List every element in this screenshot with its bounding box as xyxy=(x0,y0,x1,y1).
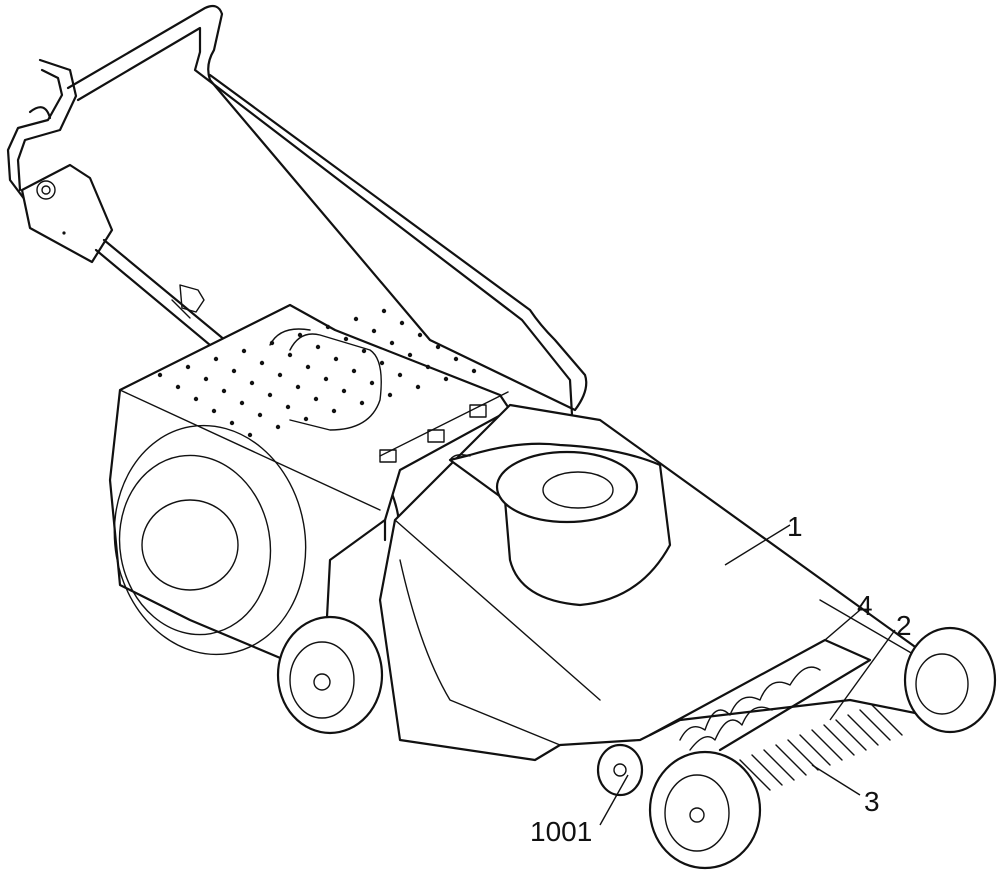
perforation-dot xyxy=(399,320,405,326)
perforation-dot xyxy=(379,360,385,366)
perforation-dot xyxy=(193,396,199,402)
perforation-dot xyxy=(407,352,413,358)
leader-lines xyxy=(599,524,896,826)
tine xyxy=(847,714,879,746)
perforation-dot xyxy=(453,356,459,362)
mower-body xyxy=(378,391,977,762)
perforation-dot xyxy=(241,348,247,354)
perforation-dot xyxy=(229,420,235,426)
perforation-dot xyxy=(257,412,263,418)
perforation-dot xyxy=(239,400,245,406)
perforation-dot xyxy=(435,344,441,350)
perforation-dot xyxy=(351,368,357,374)
perforation-dot xyxy=(353,316,359,322)
tines xyxy=(739,704,903,791)
spiral-rotor xyxy=(648,638,872,752)
perforation-dot xyxy=(275,424,281,430)
perforation-dot xyxy=(343,336,349,342)
leader-4 xyxy=(824,609,861,641)
perforation-dot xyxy=(249,380,255,386)
wheel-rear-left xyxy=(276,615,384,735)
tine xyxy=(799,734,831,766)
grass-box xyxy=(108,303,512,662)
side-hub-1001 xyxy=(596,743,644,797)
perforation-dot xyxy=(371,328,377,334)
perforation-dot xyxy=(221,388,227,394)
label-1001: 1001 xyxy=(530,816,593,847)
perforation-dot xyxy=(471,368,477,374)
tine xyxy=(823,724,855,756)
perforation-dot xyxy=(285,404,291,410)
perforation-dot xyxy=(297,332,303,338)
tine xyxy=(751,754,783,786)
perforation-dot xyxy=(369,380,375,386)
label-3: 3 xyxy=(864,786,880,817)
perforation-dot xyxy=(295,384,301,390)
perforation-dot xyxy=(259,360,265,366)
tine xyxy=(775,744,807,776)
label-2: 2 xyxy=(896,610,912,641)
perforation-dot xyxy=(341,388,347,394)
perforation-dot xyxy=(397,372,403,378)
top-perforations xyxy=(157,308,477,438)
perforation-dot xyxy=(425,364,431,370)
perforation-dot xyxy=(315,344,321,350)
perforation-dot xyxy=(211,408,217,414)
perforation-dot xyxy=(361,348,367,354)
perforation-dot xyxy=(303,416,309,422)
perforation-dot xyxy=(333,356,339,362)
leader-1001 xyxy=(599,774,629,826)
perforation-dot xyxy=(269,340,275,346)
tine xyxy=(763,749,795,781)
perforation-dot xyxy=(381,308,387,314)
perforation-dot xyxy=(185,364,191,370)
tine xyxy=(859,709,891,741)
label-1: 1 xyxy=(787,511,803,542)
perforation-dot xyxy=(267,392,273,398)
perforation-dot xyxy=(157,372,163,378)
perforation-dot xyxy=(415,384,421,390)
tine xyxy=(739,759,771,791)
perforation-dot xyxy=(313,396,319,402)
wheel-rear-right xyxy=(903,626,997,734)
perforation-dot xyxy=(331,408,337,414)
perforation-dot xyxy=(277,372,283,378)
perforation-dot xyxy=(247,432,253,438)
perforation-dot xyxy=(443,376,449,382)
tine xyxy=(871,704,903,736)
perforation-dot xyxy=(175,384,181,390)
perforation-dot xyxy=(389,340,395,346)
perforation-dot xyxy=(417,332,423,338)
label-4: 4 xyxy=(857,590,873,621)
tine xyxy=(835,719,867,751)
perforation-dot xyxy=(359,400,365,406)
wheel-front xyxy=(648,750,762,870)
leader-2 xyxy=(829,629,896,721)
perforation-dot xyxy=(203,376,209,382)
perforation-dot xyxy=(387,392,393,398)
tine xyxy=(811,729,843,761)
perforation-dot xyxy=(287,352,293,358)
perforation-dot xyxy=(231,368,237,374)
perforation-dot xyxy=(323,376,329,382)
perforation-dot xyxy=(213,356,219,362)
perforation-dot xyxy=(325,324,331,330)
perforation-dot xyxy=(305,364,311,370)
leader-3 xyxy=(811,764,861,796)
leader-1 xyxy=(724,524,791,566)
